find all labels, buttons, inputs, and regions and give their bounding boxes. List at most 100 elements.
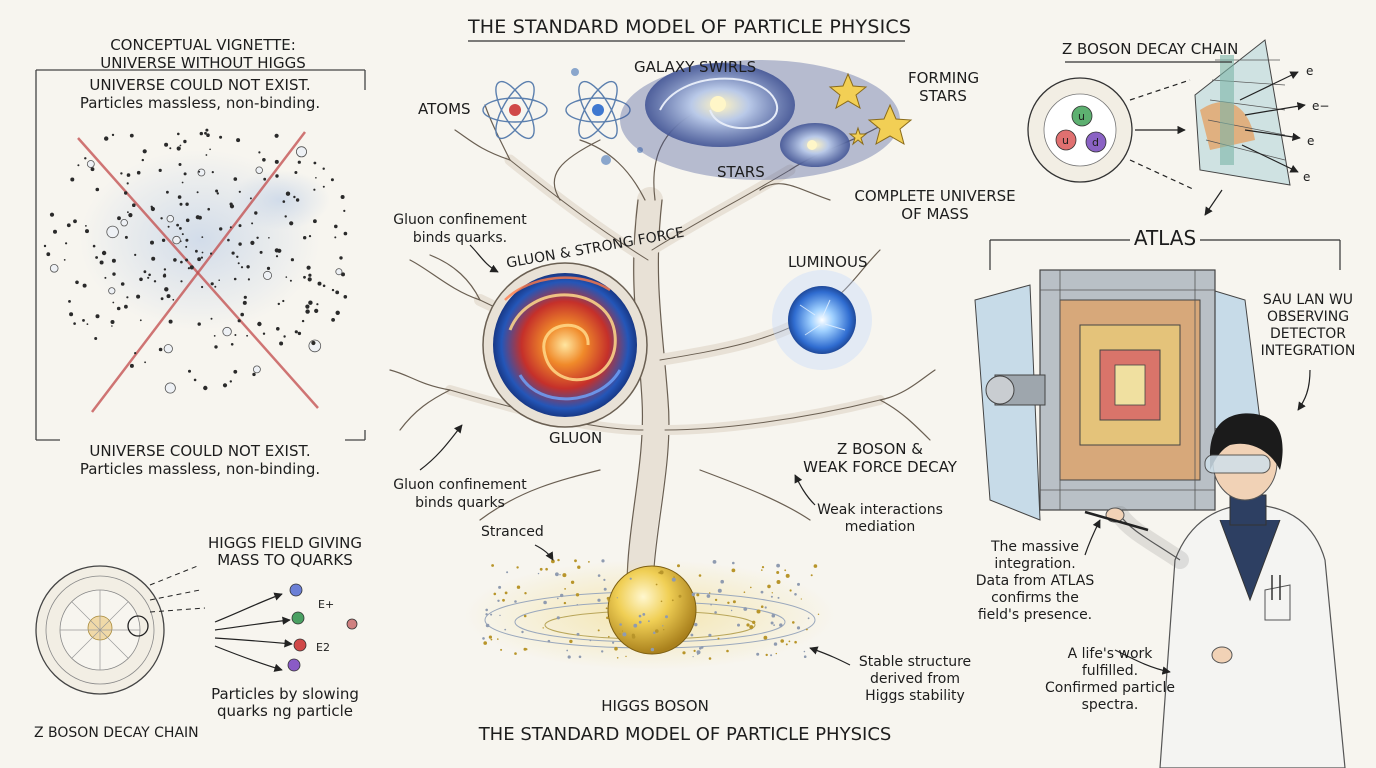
vignette-heading-line1: CONCEPTUAL VIGNETTE:	[110, 36, 296, 54]
particle-dot	[303, 275, 306, 279]
dust-dot	[761, 566, 765, 569]
dust-dot	[775, 652, 777, 655]
particle-dot	[181, 181, 184, 184]
dust-dot	[776, 580, 781, 584]
red-x-mark	[77, 131, 319, 413]
particle-dot	[234, 334, 237, 336]
particle-dot	[108, 287, 116, 295]
title-underlines	[468, 40, 1232, 63]
dust-dot	[776, 571, 780, 574]
particle-dot	[210, 282, 214, 286]
dust-dot	[562, 573, 567, 578]
dust-dot	[785, 643, 788, 646]
particle-dot	[167, 225, 170, 228]
particle-dot	[95, 256, 98, 259]
particle-dot	[219, 135, 223, 139]
dust-dot	[770, 595, 773, 598]
particle-dot	[70, 177, 75, 182]
particle-dot	[112, 301, 115, 304]
dust-dot	[605, 607, 608, 610]
particle-dot	[94, 337, 98, 340]
dust-dot	[576, 632, 580, 636]
dust-dot	[800, 598, 802, 600]
particle-dot	[308, 235, 312, 238]
particle-dot	[204, 131, 207, 135]
dust-dot	[577, 565, 581, 569]
particle-dot	[139, 319, 142, 322]
particle-dot	[65, 242, 68, 245]
dust-dot	[771, 613, 776, 618]
gluon-note-top-line2: binds quarks.	[412, 230, 508, 246]
vignette-top-line1: UNIVERSE COULD NOT EXIST.	[89, 76, 311, 94]
particle-dot	[172, 235, 181, 245]
star-icon	[828, 72, 913, 146]
particle-dot	[214, 345, 218, 349]
dust-dot	[597, 598, 601, 602]
particle-dot	[256, 236, 259, 239]
dust-dot	[785, 573, 790, 578]
dust-dot	[655, 583, 658, 586]
particle-dot	[104, 136, 109, 141]
particle-dot	[254, 211, 258, 215]
dust-dot	[776, 563, 780, 568]
particle-dot	[63, 259, 66, 261]
dust-dot	[524, 592, 527, 595]
particle-dot	[120, 172, 123, 175]
atlas-pointer-arrows	[1297, 369, 1311, 411]
dust-dot	[603, 587, 607, 591]
dust-dot	[575, 593, 580, 597]
particle-dot	[255, 166, 263, 174]
atlas-bracket	[989, 239, 1341, 270]
particle-dot	[297, 160, 301, 164]
dust-dot	[516, 566, 519, 569]
particle-dot	[179, 227, 182, 230]
particle-dot	[230, 343, 234, 346]
particle-dot	[199, 131, 203, 136]
particle-dot	[162, 274, 167, 278]
dust-dot	[559, 574, 561, 576]
atlas-detector	[974, 269, 1261, 521]
massive-integration-line1: The massive	[990, 539, 1080, 555]
particle-dot	[229, 202, 233, 206]
particle-dot	[219, 227, 223, 231]
dust-dot	[750, 586, 752, 589]
particle-dot	[69, 312, 74, 317]
particle-dot	[294, 330, 298, 334]
dust-dot	[570, 580, 575, 584]
particle-dot	[148, 273, 151, 277]
particle-dot	[173, 258, 177, 262]
e-plus-label: E+	[318, 598, 335, 611]
vignette-box	[35, 69, 366, 441]
dust-dot	[551, 559, 555, 564]
particle-dot	[290, 258, 294, 262]
particle-dot	[313, 219, 317, 224]
particle-dot	[236, 255, 239, 258]
particle-dot	[104, 276, 107, 279]
particle-dot	[185, 245, 188, 248]
particle-dot	[124, 304, 128, 309]
stable-structure-line3: Higgs stability	[865, 688, 965, 704]
particle-dot	[141, 158, 144, 162]
dust-dot	[770, 621, 774, 625]
particle-dot	[266, 266, 271, 270]
e-two-label: E2	[316, 641, 330, 654]
particle-dot	[95, 187, 100, 192]
particle-dot	[180, 280, 183, 283]
particle-dot	[110, 320, 115, 324]
stable-structure-line1: Stable structure	[858, 654, 972, 670]
decay-particles	[287, 583, 358, 672]
particle-dot	[240, 266, 244, 269]
particle-dot	[229, 226, 232, 229]
weak-interactions-line2: mediation	[844, 519, 916, 535]
particle-dot	[197, 168, 206, 177]
dust-dot	[767, 584, 771, 589]
particle-dot	[242, 300, 247, 305]
gluon-note-bottom-line1: Gluon confinement	[393, 477, 527, 493]
pen-icon	[1084, 510, 1149, 532]
atlas-label: ATLAS	[1133, 226, 1197, 250]
particle-dot	[163, 344, 173, 354]
particle-dot	[209, 148, 211, 151]
particle-dot	[77, 164, 80, 167]
particle-dot	[339, 256, 343, 260]
